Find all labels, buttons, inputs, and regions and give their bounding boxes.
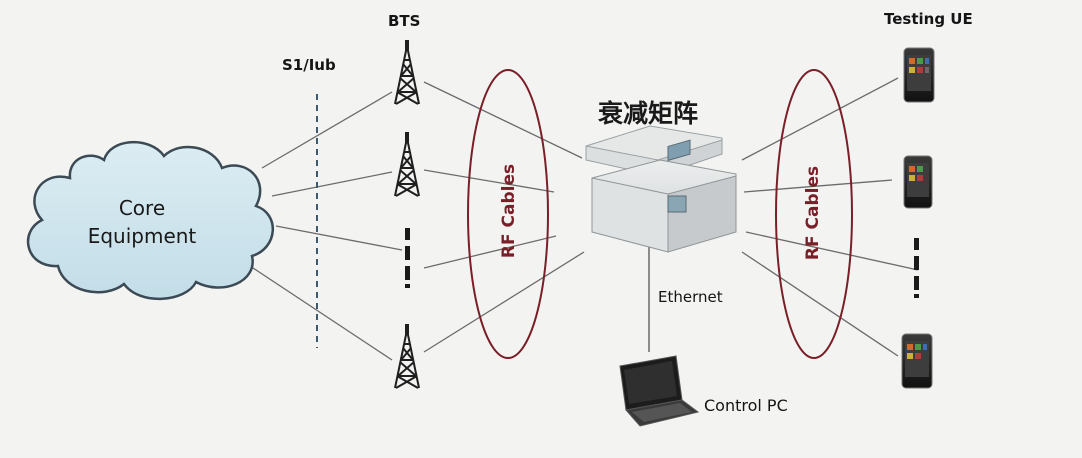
cell-tower-icon — [394, 324, 420, 389]
cell-tower-icon — [394, 40, 420, 105]
rf-cables-right-label: RF Cables — [803, 165, 823, 261]
bts-label: BTS — [388, 12, 421, 30]
core-to-bts-links — [243, 91, 403, 361]
testing-ue-label: Testing UE — [884, 10, 973, 28]
ue-ellipsis-dashes — [914, 238, 919, 298]
control-pc-label: Control PC — [704, 396, 788, 415]
bts-to-matrix-links — [423, 81, 585, 353]
attenuation-matrix-label: 衰减矩阵 — [598, 99, 699, 128]
smartphone-icon — [903, 155, 933, 209]
ethernet-label: Ethernet — [658, 288, 723, 306]
cell-tower-icon — [394, 132, 420, 197]
bts-ellipsis-dashes — [405, 228, 410, 288]
rack-device-icon — [585, 125, 737, 253]
rf-cables-left-ellipse — [467, 69, 549, 359]
rf-cables-right-ellipse — [775, 69, 853, 359]
core-equipment-label: Core Equipment — [87, 196, 197, 248]
rf-cables-left-label: RF Cables — [499, 163, 519, 259]
matrix-to-ue-links — [741, 77, 919, 357]
laptop-icon — [619, 355, 700, 427]
smartphone-icon — [903, 47, 935, 103]
s1-iub-label: S1/Iub — [282, 56, 336, 74]
smartphone-icon — [901, 333, 933, 389]
cloud-icon — [26, 141, 274, 300]
